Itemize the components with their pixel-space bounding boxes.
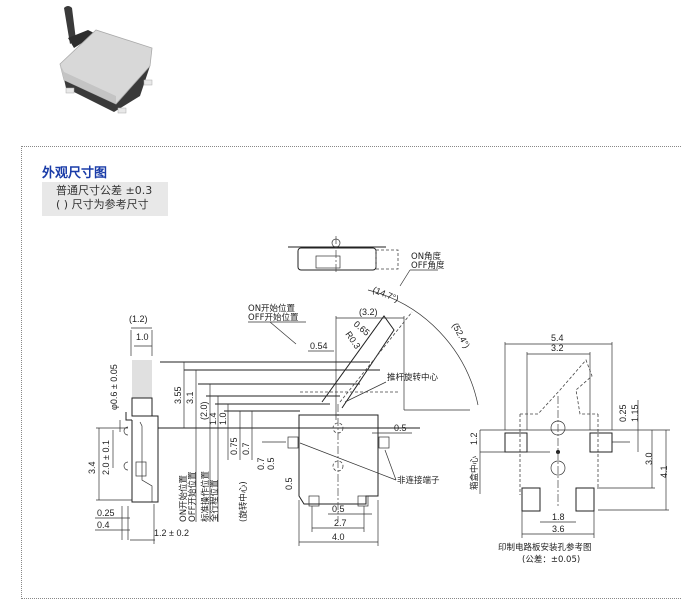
side-width-ref: (1.2): [129, 314, 148, 324]
dim-0-7-b: 0.7: [256, 457, 266, 470]
side-height-20: 2.0 ± 0.1: [101, 440, 111, 475]
pcb-dim-1-8: 1.8: [552, 512, 565, 522]
label-off-start-v: OFF开始位置: [187, 471, 198, 522]
note-line-1: 普通尺寸公差 ±0.3: [56, 184, 153, 197]
pivot-label: 推杆旋转中心: [387, 372, 439, 383]
dimension-panel: [21, 146, 681, 599]
pcb-tolerance: (公差：±0.05): [522, 554, 580, 565]
pcb-center-label: 箱盒中心: [469, 455, 480, 490]
on-angle-label: ON角度: [411, 251, 442, 262]
side-dim-04: 0.4: [97, 520, 110, 530]
dim-0-5-a: 0.5: [266, 457, 276, 470]
dim-0-7-a: 0.7: [241, 442, 251, 455]
note-line-2: ( ) 尺寸为参考尺寸: [56, 198, 149, 211]
off-start-label: OFF开始位置: [248, 312, 299, 323]
dim-0-75: 0.75: [229, 437, 239, 455]
pcb-dim-1-15: 1.15: [630, 404, 640, 422]
side-width: 1.0: [136, 332, 149, 342]
pcb-dim-3-2: 3.2: [551, 343, 564, 353]
on-start-label: ON开始位置: [248, 303, 296, 314]
side-diameter: φ0.6 ± 0.05: [109, 364, 119, 410]
dim-1-0: 1.0: [218, 412, 228, 425]
side-dim-12: 1.2 ± 0.2: [154, 528, 189, 538]
dim-0-54: 0.54: [310, 341, 328, 351]
tolerance-note: 普通尺寸公差 ±0.3 ( ) 尺寸为参考尺寸: [42, 182, 168, 216]
side-view: (1.2) 1.0 φ0.6 ± 0.05 3.4 2.0 ± 0.1 0.25…: [87, 314, 189, 544]
side-height-34: 3.4: [87, 461, 97, 474]
label-on-start-v: ON开始位置: [178, 474, 189, 522]
dim-3-55: 3.55: [173, 386, 183, 404]
product-photo: [59, 6, 153, 114]
dim-2-0-ref: (2.0): [199, 401, 209, 420]
front-view: ON开始位置 OFF开始位置 0.54 (3.2) 0.65 R0.3 3.55…: [158, 303, 470, 546]
section-title: 外观尺寸图: [42, 166, 108, 181]
lever-shape: [64, 6, 76, 44]
dim-4-0: 4.0: [332, 532, 345, 542]
dim-0-5-c: 0.5: [394, 423, 407, 433]
angle-small-label: (14.7°): [371, 285, 400, 304]
pcb-dim-3-6: 3.6: [552, 524, 565, 534]
nc-terminal-label: 非连接端子: [397, 475, 440, 486]
pcb-dim-4-1: 4.1: [659, 465, 669, 478]
label-full-travel-v: 全行程位置: [209, 479, 220, 522]
top-view: ON角度 OFF角度: [288, 236, 445, 287]
angle-large-label: (52.4°): [450, 321, 472, 350]
off-angle-label: OFF角度: [411, 260, 445, 271]
pcb-dim-0-25: 0.25: [618, 404, 628, 422]
pcb-dim-5-4: 5.4: [551, 333, 564, 343]
dim-0-5-b: 0.5: [284, 477, 294, 490]
pcb-caption: 印制电路板安装孔参考图: [498, 542, 592, 553]
pcb-dim-3-0: 3.0: [644, 452, 654, 465]
dim-3-2-ref: (3.2): [359, 307, 378, 317]
dim-0-5-d: 0.5: [332, 504, 345, 514]
dim-3-1: 3.1: [185, 391, 195, 404]
side-dim-025: 0.25: [97, 508, 115, 518]
label-std-op-v: 标准操作位置: [200, 470, 211, 522]
dim-2-7: 2.7: [334, 518, 347, 528]
pcb-dim-1-2: 1.2: [469, 432, 479, 445]
label-rotation-center-v: (旋转中心): [238, 481, 249, 522]
dim-1-4: 1.4: [208, 412, 218, 425]
pcb-view: 5.4 3.2 0.25 1.15 3.0 4.1 1.2 箱盒中心 1.8 3…: [469, 333, 670, 565]
